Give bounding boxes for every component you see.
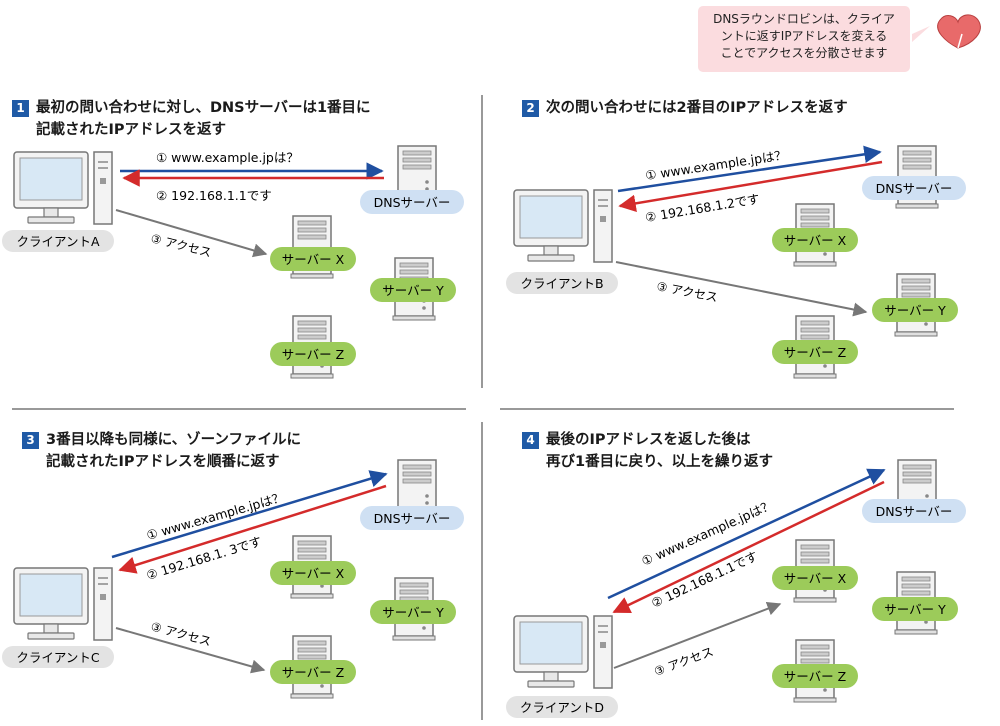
client-label: クライアントA <box>16 234 100 249</box>
server-x-label-bg <box>270 561 356 585</box>
dns-label-bg <box>862 499 966 523</box>
server-y-label: サーバー Y <box>382 605 444 620</box>
server-z-label: サーバー Z <box>784 669 846 684</box>
access-label: ③ アクセス <box>655 279 719 305</box>
client-label-bg <box>506 696 618 718</box>
panel-title-line: 3番目以降も同様に、ゾーンファイルに <box>46 432 301 448</box>
server-x-label: サーバー X <box>282 252 345 267</box>
pc-icon <box>513 615 613 689</box>
note-line: ことでアクセスを分散させます <box>720 46 888 60</box>
answer-label: ② 192.168.1.2です <box>644 191 761 225</box>
server-z-label-bg <box>772 664 858 688</box>
server-y-label: サーバー Y <box>884 303 946 318</box>
note-line: DNSラウンドロビンは、クライア <box>713 12 895 26</box>
note-line: ントに返すIPアドレスを変える <box>720 29 888 43</box>
step-badge: 2 <box>522 100 539 117</box>
answer-label: ② 192.168.1.1です <box>156 188 272 203</box>
server-y-label-bg <box>370 600 456 624</box>
dns-label: DNSサーバー <box>374 511 451 526</box>
server-x-label-bg <box>772 228 858 252</box>
server-y-label: サーバー Y <box>382 283 444 298</box>
pc-icon <box>513 189 613 263</box>
access-label: ③ アクセス <box>149 619 212 649</box>
client-label: クライアントB <box>520 276 603 291</box>
server-x-label: サーバー X <box>784 571 847 586</box>
server-z-label: サーバー Z <box>784 345 846 360</box>
panel-2: クライアントB DNSサーバー サーバー X サーバー Y サーバー Z ① w… <box>506 145 966 379</box>
pc-icon <box>13 151 113 225</box>
dns-label-bg <box>360 506 464 530</box>
server-z-label-bg <box>772 340 858 364</box>
query-arrow <box>111 470 388 559</box>
server-y-label: サーバー Y <box>884 602 946 617</box>
query-label: ① www.example.jpは？ <box>156 150 299 165</box>
panel-1: クライアントA DNSサーバー サーバー X サーバー Y サーバー Z ① w… <box>2 145 464 379</box>
dns-label-bg <box>862 176 966 200</box>
access-arrow <box>115 209 268 258</box>
server-x-label-bg <box>270 247 356 271</box>
server-z-label-bg <box>270 660 356 684</box>
answer-arrow <box>612 480 885 614</box>
server-z-label: サーバー Z <box>282 665 344 680</box>
query-arrow <box>617 145 882 193</box>
server-y-label-bg <box>872 597 958 621</box>
panel-title-line: 記載されたIPアドレスを返す <box>36 122 227 138</box>
panel-4: クライアントD DNSサーバー サーバー X サーバー Y サーバー Z ① w… <box>506 459 966 718</box>
access-arrow <box>613 602 782 669</box>
step-badge: 1 <box>12 100 29 117</box>
pc-icon <box>13 567 113 641</box>
query-label: ① www.example.jpは？ <box>145 489 286 543</box>
access-arrow <box>615 261 868 317</box>
answer-arrow <box>118 484 387 574</box>
server-x-label: サーバー X <box>784 233 847 248</box>
server-y-label-bg <box>370 278 456 302</box>
server-x-label: サーバー X <box>282 566 345 581</box>
dns-label: DNSサーバー <box>374 195 451 210</box>
client-label-bg <box>2 230 114 252</box>
dns-label-bg <box>360 190 464 214</box>
client-label-bg <box>506 272 618 294</box>
server-y-label-bg <box>872 298 958 322</box>
client-label-bg <box>2 646 114 668</box>
answer-arrow <box>618 160 883 213</box>
server-x-label-bg <box>772 566 858 590</box>
server-z-label: サーバー Z <box>282 347 344 362</box>
dns-label: DNSサーバー <box>876 181 953 196</box>
step-badge: 3 <box>22 432 39 449</box>
access-arrow <box>115 627 266 674</box>
dns-label: DNSサーバー <box>876 504 953 519</box>
heart-pointer-icon <box>912 14 981 49</box>
panel-3: クライアントC DNSサーバー サーバー X サーバー Y サーバー Z ① w… <box>2 459 464 699</box>
client-label: クライアントD <box>520 700 604 715</box>
query-arrow <box>607 468 886 600</box>
client-label: クライアントC <box>16 650 100 665</box>
step-badge: 4 <box>522 432 539 449</box>
callout-note: DNSラウンドロビンは、クライア ントに返すIPアドレスを変える ことでアクセス… <box>698 6 910 72</box>
server-z-label-bg <box>270 342 356 366</box>
panel-title-line: 最初の問い合わせに対し、DNSサーバーは1番目に <box>36 100 371 116</box>
panel-title-line: 再び1番目に戻り、以上を繰り返す <box>546 454 774 470</box>
panel-title-line: 次の問い合わせには2番目のIPアドレスを返す <box>546 100 848 116</box>
panel-title-line: 記載されたIPアドレスを順番に返す <box>46 454 280 470</box>
panel-title-line: 最後のIPアドレスを返した後は <box>546 432 751 448</box>
